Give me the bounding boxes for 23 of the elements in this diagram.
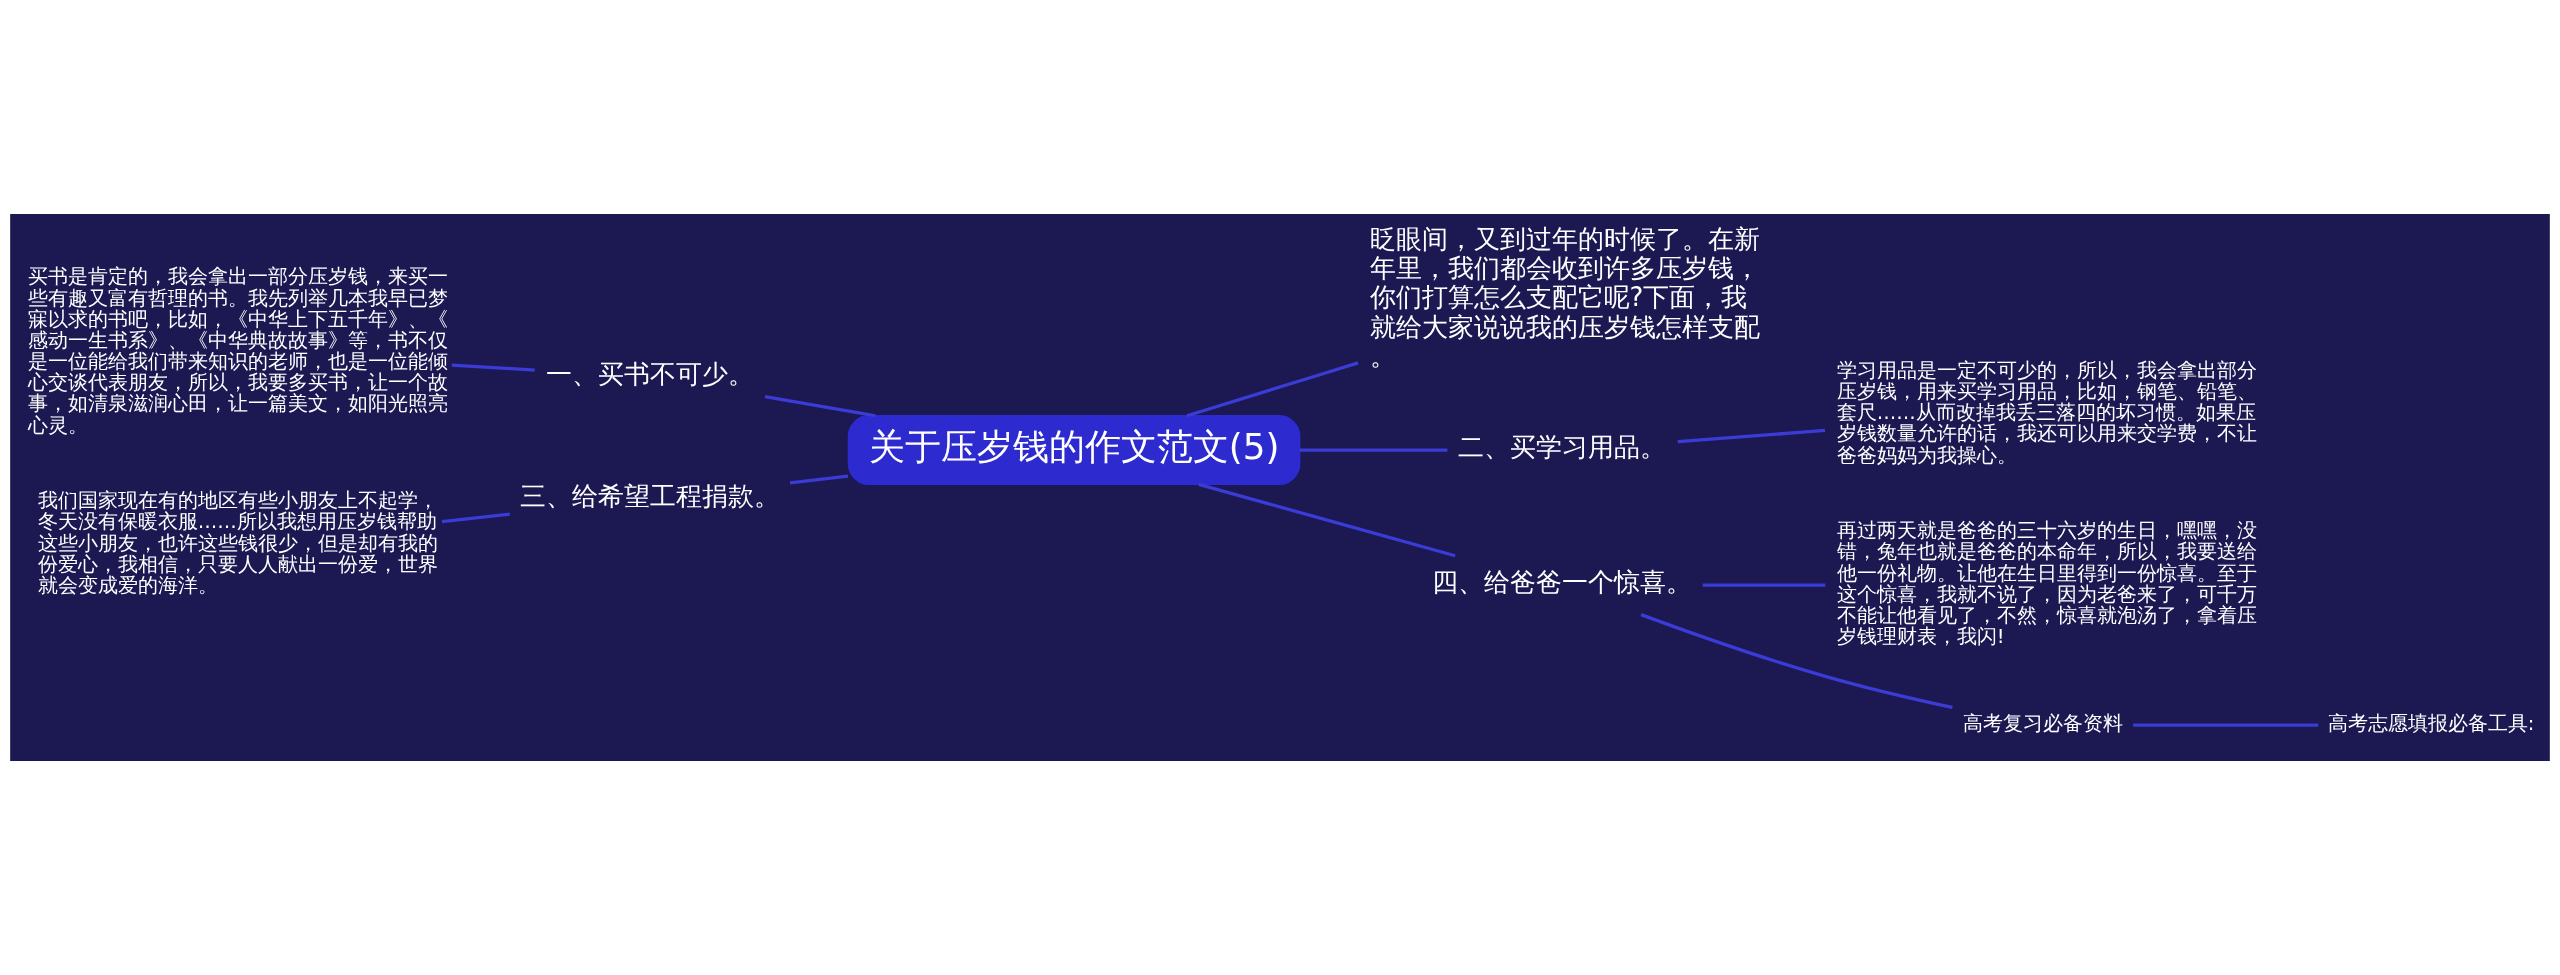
node-text: 买书是肯定的，我会拿出一部分压岁钱，来买一些有趣又富有哲理的书。我先列举几本我早已梦寐以求的书吧，比如，《中华上下五千年》、《感动一生书系》、《中华典故故事》等，书不仅是一位能给我们带来知识的老师，也是一位能倾心交谈代表朋友，所以，我要多买书，让一个故事，如清泉滋润心田，让一篇美文，如阳光照亮心灵。 (28, 265, 449, 437)
node-text: 二、买学习用品。 (1458, 432, 1667, 463)
connector (451, 363, 535, 372)
connector (1677, 428, 1826, 444)
node-text: 四、给爸爸一个惊喜。 (1432, 567, 1693, 598)
connector (1198, 482, 1456, 558)
node-text: 学习用品是一定不可少的，所以，我会拿出部分压岁钱，用来买学习用品，比如，钢笔、铅笔、套尺……从而改掉我丢三落四的坏习惯。如果压岁钱数量允许的话，我还可以用来交学费，不让爸爸妈妈为我操心。 (1836, 358, 2257, 467)
node-text: 高考复习必备资料 (1962, 712, 2123, 736)
connector (441, 512, 510, 524)
node-text: 高考志愿填报必备工具: (2327, 712, 2535, 736)
connector (1299, 448, 1448, 452)
connector (1640, 613, 1953, 710)
connector (2133, 723, 2319, 727)
node-text: 眨眼间，又到过年的时候了。在新年里，我们都会收到许多压岁钱，你们打算怎么支配它呢?下面，我就给大家说说我的压岁钱怎样支配。 (1369, 223, 1760, 372)
connector (1186, 361, 1359, 418)
connector (1702, 583, 1826, 587)
node-text: 我们国家现在有的地区有些小朋友上不起学，冬天没有保暖衣服……所以我想用压岁钱帮助这些小朋友，也许这些钱很少，但是却有我的份爱心，我相信，只要人人献出一份爱，世界就会变成爱的海洋。 (37, 489, 438, 597)
node-text: 一、买书不可少。 (545, 358, 754, 389)
node-text: 三、给希望工程捐款。 (519, 481, 780, 512)
connector (764, 394, 876, 418)
node-text: 再过两天就是爸爸的三十六岁的生日，嘿嘿，没错，兔年也就是爸爸的本命年，所以，我要送给他一份礼物。让他在生日里得到一份惊喜。至于这个惊喜，我就不说了，因为老爸来了，可千万不能让他看见了，不然，惊喜就泡汤了，拿着压岁钱理财表，我闪! (1836, 519, 2257, 649)
node-box: 关于压岁钱的作文范文(5) (847, 415, 1301, 486)
connector (789, 474, 849, 485)
